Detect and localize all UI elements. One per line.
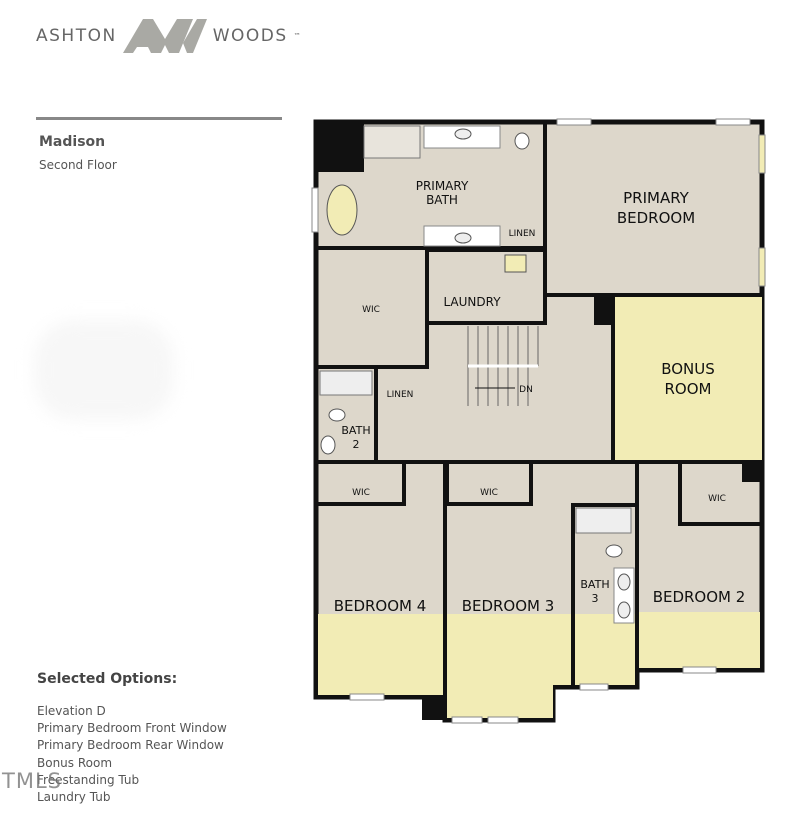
bath3-option-area [575,614,635,685]
toilet-icon [328,408,346,422]
wic4-walls [314,460,406,506]
watermark: TMLS [2,769,62,793]
divider [36,117,282,120]
stairs-label: DN [519,385,533,395]
option-item: Primary Bedroom Front Window [37,721,227,736]
stairs-icon [467,326,539,406]
bedroom4-option-area [318,614,444,695]
room-label-wic: WIC [352,488,370,498]
plan-name: Madison [39,134,106,150]
room-label-wic: WIC [480,488,498,498]
room-label-bedroom4: BEDROOM 4 [334,597,427,615]
room-label-bath2: BATH [341,424,370,437]
blurred-area [34,320,174,420]
room-label-bedroom2: BEDROOM 2 [653,588,746,606]
option-item: Primary Bedroom Rear Window [37,738,224,753]
bathtub-icon [575,507,632,534]
options-list: Elevation D Primary Bedroom Front Window… [37,703,227,806]
laundry-tub-icon [504,254,527,273]
wic2-walls [678,460,764,526]
room-label-primary-bedroom: PRIMARY [623,189,690,207]
room-label-primary-bath: BATH [426,193,458,207]
room-label-primary-bedroom: BEDROOM [617,209,695,227]
trademark: ™ [293,32,303,40]
option-item: Laundry Tub [37,790,111,805]
room-label-bath3: BATH [580,578,609,591]
option-item: Bonus Room [37,755,113,770]
shower-icon [363,125,421,159]
options-title: Selected Options: [37,671,178,687]
option-item: Freestanding Tub [37,772,140,787]
bedroom2-option-area [637,612,760,668]
bedroom3-option-area [447,614,573,718]
wic3-walls [445,460,533,506]
room-label-laundry: LAUNDRY [443,295,501,309]
room-label-wic: WIC [708,494,726,504]
room-label-wic: WIC [362,305,380,315]
room-label-linen: LINEN [387,390,414,400]
option-item: Elevation D [37,704,106,718]
room-label-bath3: 3 [592,592,599,605]
room-label-bonus: ROOM [665,380,712,398]
room-label-linen: LINEN [509,229,536,239]
room-label-bath2: 2 [353,438,360,451]
aw-monogram-icon [122,19,207,53]
floor-label: Second Floor [39,158,117,172]
logo-text-left: ASHTON [36,26,117,46]
toilet-icon [514,132,530,150]
toilet-icon [605,544,623,558]
bonus-room-area [613,295,762,462]
bathtub-icon [319,370,373,396]
room-label-bonus: BONUS [661,360,715,378]
ashton-woods-logo: ASHTON WOODS ™ [36,16,302,56]
freestanding-tub-icon [326,184,358,236]
logo-text-right: WOODS [212,26,288,46]
room-label-bedroom3: BEDROOM 3 [462,597,555,615]
room-label-primary-bath: PRIMARY [416,179,469,193]
bath3-walls [571,503,639,687]
